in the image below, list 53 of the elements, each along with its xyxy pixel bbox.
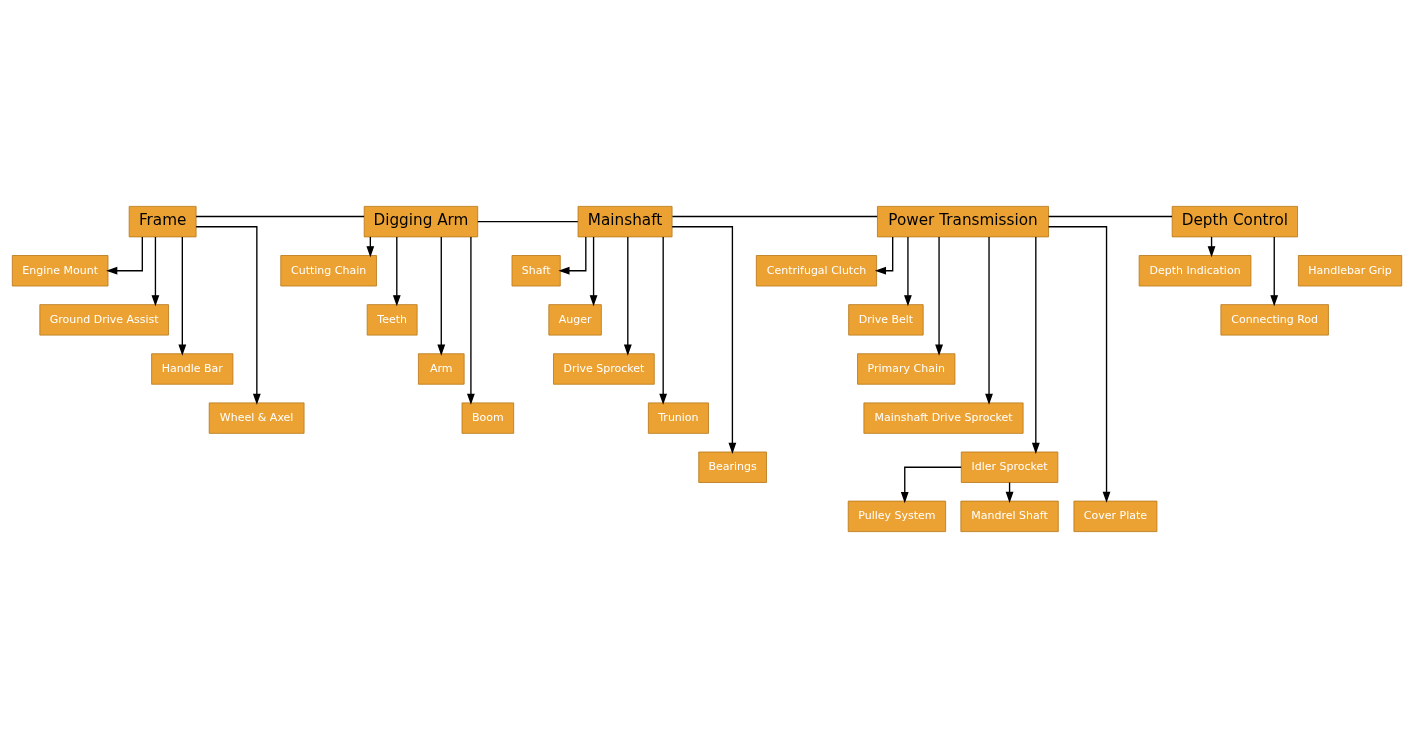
- node-box: Mandrel Shaft: [960, 500, 1059, 533]
- node-box: Digging Arm: [363, 205, 479, 238]
- arrow: [985, 236, 993, 405]
- arrow: [1047, 226, 1111, 503]
- node-box: Drive Belt: [848, 304, 924, 336]
- connector: [195, 215, 365, 218]
- node-box: Bearings: [698, 451, 767, 483]
- node-box: Depth Control: [1171, 205, 1298, 238]
- connector: [671, 215, 878, 218]
- node-box: Mainshaft: [577, 205, 673, 238]
- arrow: [623, 236, 632, 356]
- node-box: Engine Mount: [11, 255, 109, 287]
- node-box: Cover Plate: [1073, 500, 1158, 533]
- arrow: [589, 236, 598, 307]
- arrow: [392, 236, 401, 307]
- connector: [1047, 215, 1173, 218]
- node-box: Pulley System: [847, 500, 947, 533]
- node-box: Ground Drive Assist: [39, 304, 169, 336]
- node-box: Boom: [461, 402, 515, 434]
- node-box: Depth Indication: [1138, 255, 1252, 287]
- node-box: Frame: [128, 205, 197, 238]
- node-box: Arm: [418, 353, 465, 385]
- arrow: [900, 466, 962, 504]
- node-box: Idler Sprocket: [960, 451, 1059, 483]
- arrow: [671, 226, 737, 454]
- node-box: Centrifugal Clutch: [755, 255, 878, 287]
- arrow: [151, 236, 160, 307]
- arrow: [178, 236, 187, 356]
- node-box: Primary Chain: [857, 353, 956, 385]
- node-box: Auger: [548, 304, 602, 336]
- node-box: Trunion: [647, 402, 709, 434]
- arrow: [106, 236, 143, 275]
- arrow: [904, 236, 912, 307]
- node-box: Shaft: [511, 255, 561, 287]
- arrow: [467, 236, 475, 405]
- node-box: Connecting Rod: [1220, 304, 1329, 336]
- arrow: [1031, 236, 1040, 454]
- arrow: [935, 236, 943, 356]
- arrow: [437, 236, 446, 356]
- arrow: [558, 236, 587, 275]
- node-box: Handlebar Grip: [1297, 255, 1403, 287]
- arrow: [1270, 236, 1279, 307]
- node-box: Drive Sprocket: [553, 353, 655, 385]
- node-box: Power Transmission: [877, 205, 1049, 238]
- node-box: Mainshaft Drive Sprocket: [863, 402, 1024, 434]
- node-box: Wheel & Axel: [208, 402, 305, 434]
- arrow: [659, 236, 668, 405]
- node-box: Handle Bar: [151, 353, 234, 385]
- node-box: Teeth: [366, 304, 418, 336]
- arrow: [874, 236, 894, 275]
- connector: [477, 220, 579, 223]
- arrow: [195, 226, 261, 405]
- node-box: Cutting Chain: [280, 255, 377, 287]
